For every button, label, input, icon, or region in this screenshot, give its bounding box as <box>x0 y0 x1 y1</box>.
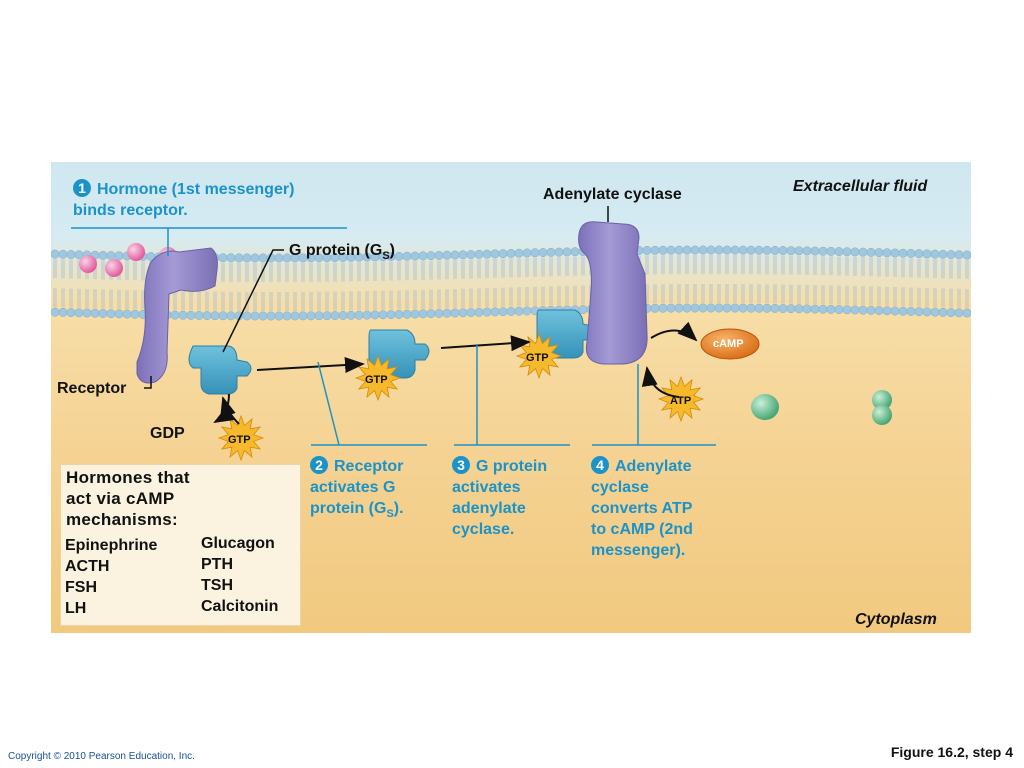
gtp-burst <box>217 414 265 462</box>
hormone-list-left: Epinephrine ACTH FSH LH <box>65 537 158 617</box>
step-number: 4 <box>591 456 609 474</box>
step-number: 2 <box>310 456 328 474</box>
camp-label: cAMP <box>713 338 744 350</box>
protein-molecule <box>751 394 779 420</box>
diagram-artwork <box>51 206 971 462</box>
receptor-label: Receptor <box>57 380 127 397</box>
gtp-binding-arrow <box>220 396 240 425</box>
hormones-box-title: Hormones that act via cAMP mechanisms: <box>66 468 190 529</box>
activation-arrow <box>256 357 365 374</box>
hormones-box: Hormones that act via cAMP mechanisms: E… <box>60 464 301 626</box>
gtp-label: GTP <box>365 374 388 386</box>
gtp-label: GTP <box>228 434 251 446</box>
cytoplasm-label: Cytoplasm <box>855 611 937 628</box>
gdp-label: GDP <box>150 425 185 442</box>
copyright-text: Copyright © 2010 Pearson Education, Inc. <box>8 751 195 762</box>
conversion-arrow <box>650 321 698 342</box>
hormone-molecule <box>105 259 123 277</box>
adenylate-cyclase-label: Adenylate cyclase <box>543 186 682 203</box>
protein-molecule <box>872 390 892 410</box>
g-protein-label: G protein (GS) <box>289 242 395 263</box>
diagram-panel: GTP GTP GTP ATP cAMP Extracellular fluid… <box>51 162 971 633</box>
protein-molecule <box>872 405 892 425</box>
adenylate-cyclase-protein <box>578 221 648 365</box>
receptor-protein <box>136 247 218 384</box>
hormone-molecule <box>79 255 97 273</box>
camp-molecule <box>700 328 760 360</box>
hormone-molecule <box>127 243 145 261</box>
step-number: 1 <box>73 179 91 197</box>
atp-burst <box>657 375 705 423</box>
hormone-list-right: Glucagon PTH TSH Calcitonin <box>201 535 279 615</box>
gtp-label: GTP <box>526 352 549 364</box>
figure-caption: Figure 16.2, step 4 <box>890 744 1013 760</box>
g-protein-inactive <box>188 345 252 395</box>
activation-arrow <box>440 335 531 352</box>
extracellular-fluid-label: Extracellular fluid <box>793 178 928 195</box>
step-number: 3 <box>452 456 470 474</box>
atp-label: ATP <box>670 395 692 407</box>
atp-arrow <box>641 366 680 398</box>
